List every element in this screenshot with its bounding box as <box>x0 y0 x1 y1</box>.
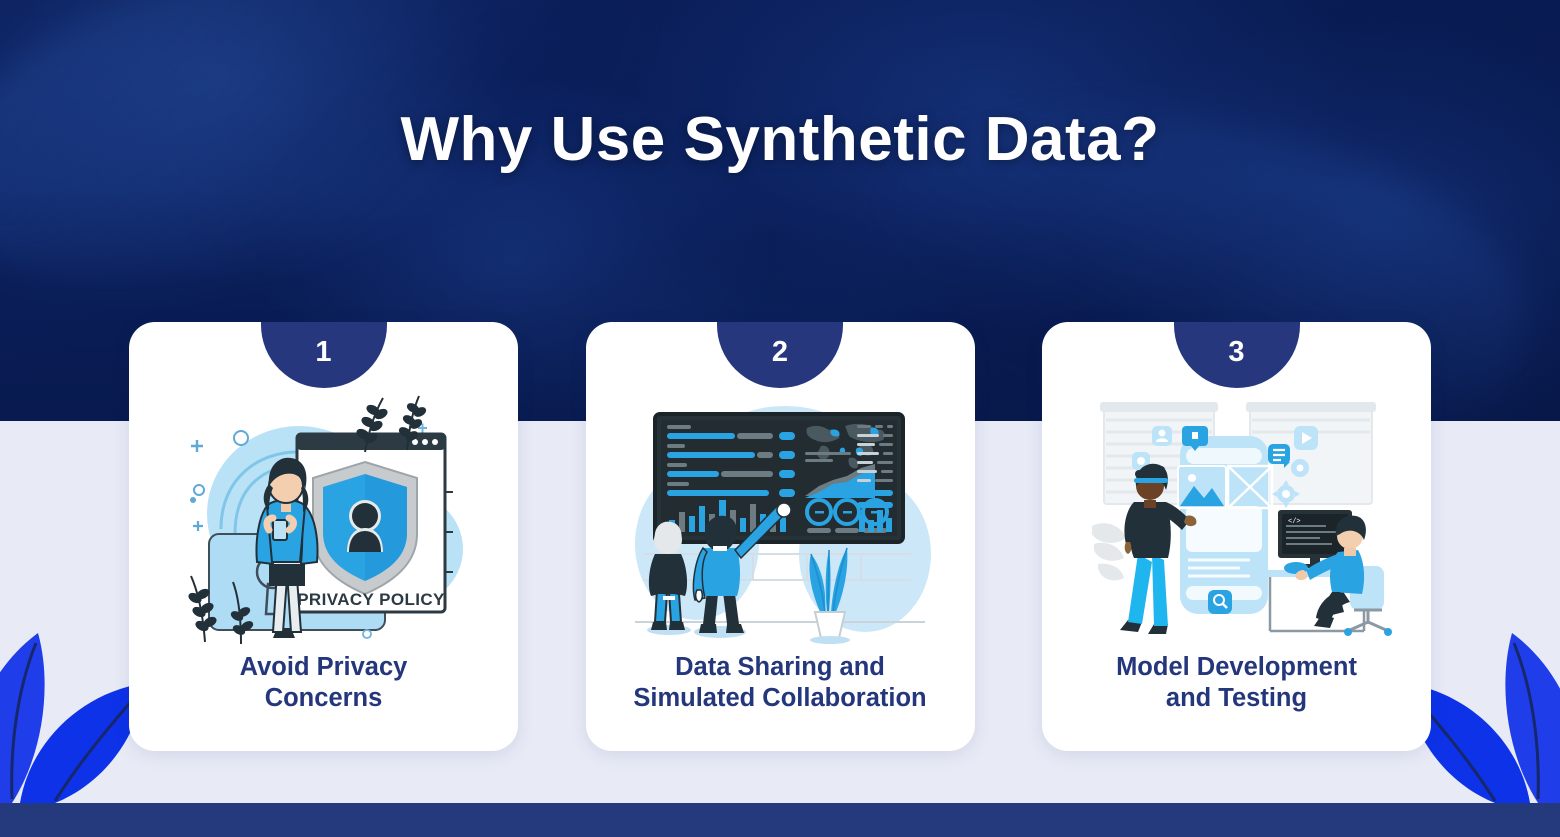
card-label-1-line1: Avoid Privacy <box>239 653 408 681</box>
card-number-badge-1: 1 <box>260 322 387 388</box>
card-label-1: Avoid Privacy Concerns <box>149 652 499 714</box>
leaf-decoration-right <box>1405 633 1560 803</box>
card-data-sharing-simulated-collaboration[interactable]: 2 <box>585 322 975 751</box>
card-label-2-line2: Simulated Collaboration <box>633 684 927 713</box>
card-avoid-privacy-concerns[interactable]: 1 <box>129 322 518 751</box>
page-title: Why Use Synthetic Data? <box>400 105 1160 174</box>
card-label-3-line1: Model Development <box>1116 653 1357 681</box>
card-label-3-line2: and Testing <box>1165 684 1308 713</box>
card-model-development-and-testing[interactable]: 3 <box>1042 322 1431 751</box>
card-number-badge-2: 2 <box>717 322 843 388</box>
card-label-2: Data Sharing and Simulated Collaboration <box>605 652 955 714</box>
card-label-1-line2: Concerns <box>264 684 383 713</box>
card-label-3: Model Development and Testing <box>1062 652 1412 714</box>
cards-row: 1 <box>129 322 1431 751</box>
svg-text:</>: </> <box>1288 518 1301 526</box>
card-number-badge-3: 3 <box>1173 322 1300 388</box>
dashboard-collaboration-illustration <box>635 406 931 644</box>
footer-bar <box>0 803 1560 837</box>
card-label-2-line1: Data Sharing and <box>675 653 885 681</box>
leaf-decoration-left <box>0 633 145 803</box>
privacy-policy-illustration: PRIVACY POLICY <box>187 395 463 644</box>
privacy-policy-label: PRIVACY POLICY <box>297 590 445 609</box>
header-banner <box>0 0 1560 421</box>
model-development-illustration: </> <box>1091 402 1392 636</box>
